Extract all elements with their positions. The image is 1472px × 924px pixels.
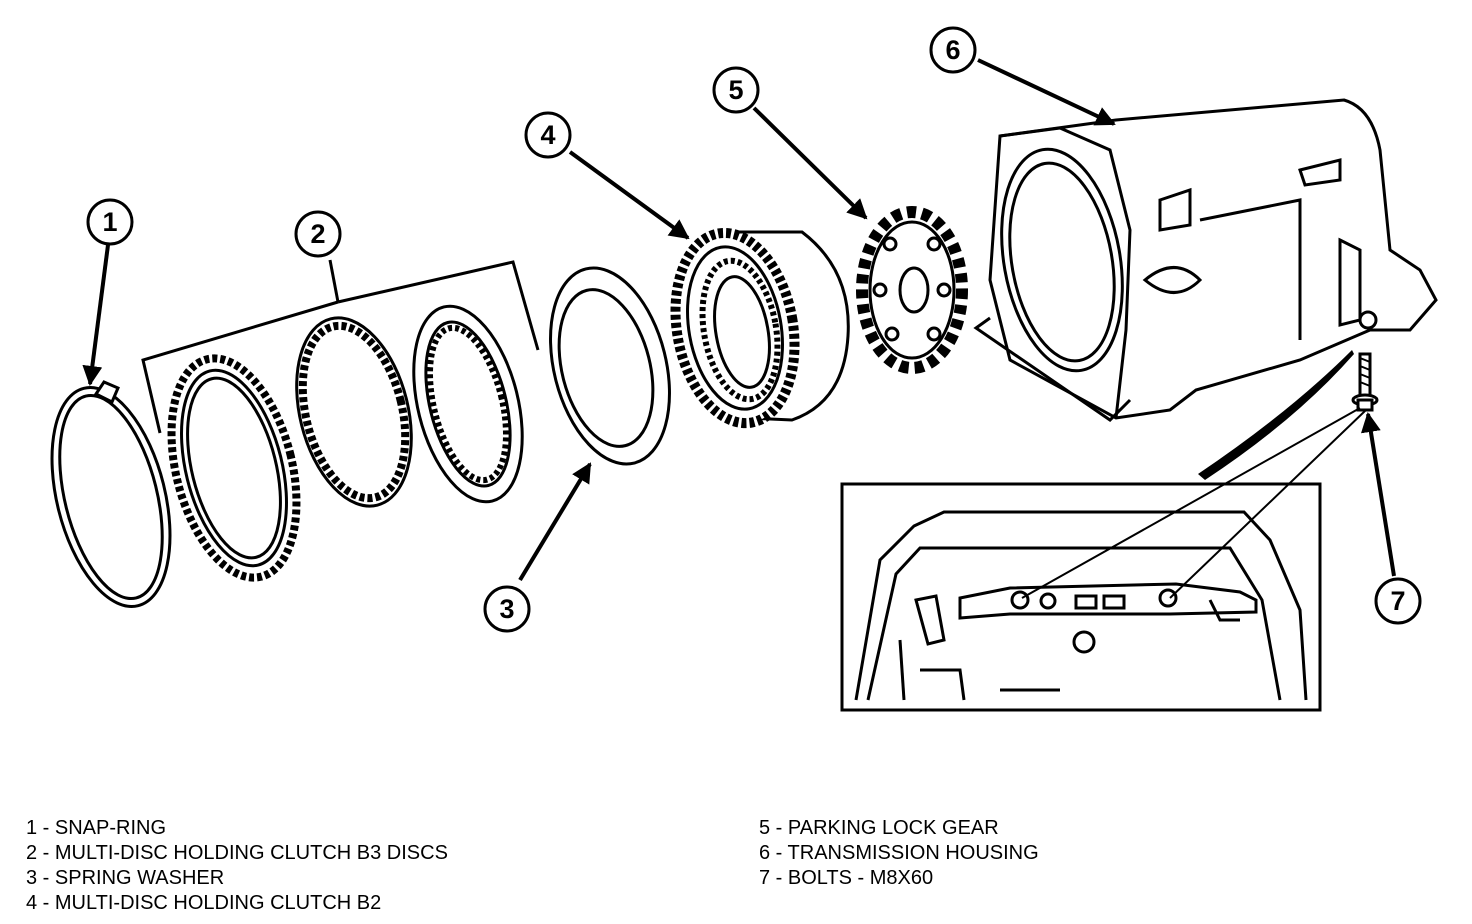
clutch-b3-discs: [141, 259, 540, 582]
svg-text:3: 3: [499, 594, 514, 624]
callout-arrows: [82, 58, 1396, 582]
svg-text:5: 5: [728, 75, 743, 105]
clutch-b2-pack: [670, 227, 850, 429]
callout-7: 7: [1374, 577, 1422, 625]
arrow-3: [518, 462, 592, 582]
svg-text:4: 4: [540, 120, 555, 150]
parking-lock-gear: [856, 206, 968, 374]
callout-5: 5: [712, 66, 760, 114]
legend-item-3: 3 - SPRING WASHER: [26, 867, 225, 889]
legend-right-column: 5 - PARKING LOCK GEAR 6 - TRANSMISSION H…: [759, 816, 1039, 891]
arrow-7: [1360, 412, 1396, 577]
spring-washer: [549, 266, 671, 466]
inset-leader-lines: [1021, 407, 1367, 599]
arrow-1: [82, 244, 110, 386]
snap-ring: [50, 380, 172, 608]
callout-2: 2: [294, 210, 342, 258]
callout-6: 6: [929, 26, 977, 74]
legend-item-1: 1 - SNAP-RING: [26, 817, 167, 839]
callout-1: 1: [86, 198, 134, 246]
arrow-6: [977, 58, 1116, 126]
bolt-m8x60: [1351, 352, 1379, 412]
callout-3: 3: [483, 585, 531, 633]
legend-item-7: 7 - BOLTS - M8X60: [759, 867, 934, 889]
svg-text:7: 7: [1390, 586, 1405, 616]
legend-left-column: 1 - SNAP-RING 2 - MULTI-DISC HOLDING CLU…: [26, 816, 448, 916]
arrow-5: [752, 106, 868, 220]
legend-item-6: 6 - TRANSMISSION HOUSING: [759, 842, 1039, 864]
legend-item-4: 4 - MULTI-DISC HOLDING CLUTCH B2: [26, 892, 382, 914]
transmission-housing: [973, 98, 1438, 422]
legend-item-5: 5 - PARKING LOCK GEAR: [759, 817, 999, 839]
svg-text:6: 6: [945, 35, 960, 65]
svg-text:2: 2: [310, 219, 325, 249]
inset-pointer: [1198, 350, 1354, 480]
callout-4: 4: [524, 111, 572, 159]
legend-item-2: 2 - MULTI-DISC HOLDING CLUTCH B3 DISCS: [26, 842, 448, 864]
detail-inset: [840, 482, 1322, 712]
arrow-4: [568, 150, 690, 240]
svg-text:1: 1: [102, 207, 117, 237]
